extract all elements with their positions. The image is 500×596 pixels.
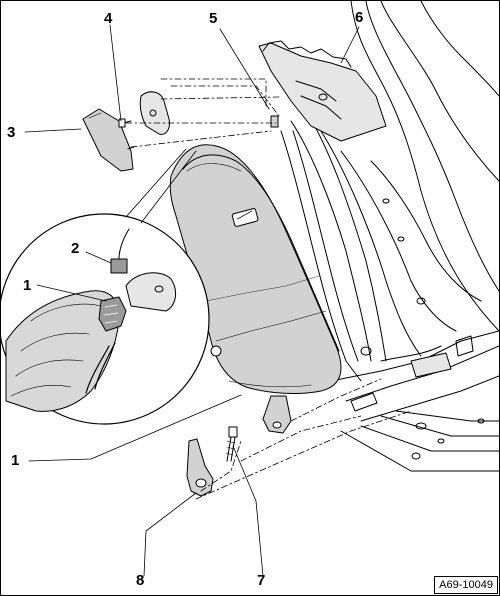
callout-2: 2 [71,240,80,257]
mounting-plate-part [139,91,170,135]
bolt-part [225,426,238,462]
callout-leaders [24,24,360,577]
callout-7: 7 [257,572,266,589]
clip-part [270,115,279,128]
screw-part [118,118,135,150]
figure-id-label: A69-10049 [434,576,498,594]
callout-8: 8 [136,572,145,589]
airbag-module-main [169,144,342,434]
assembly-lines [125,78,412,500]
callout-5: 5 [209,10,218,27]
trim-cap-part [82,108,134,172]
detail-inset [1,148,210,425]
callout-6: 6 [355,9,364,26]
callout-3: 3 [7,124,16,141]
callout-1-main: 1 [11,452,20,469]
bracket-part [186,438,214,497]
vehicle-body-structure [258,1,499,472]
callout-4: 4 [104,10,113,27]
callout-1-inset: 1 [23,277,32,294]
